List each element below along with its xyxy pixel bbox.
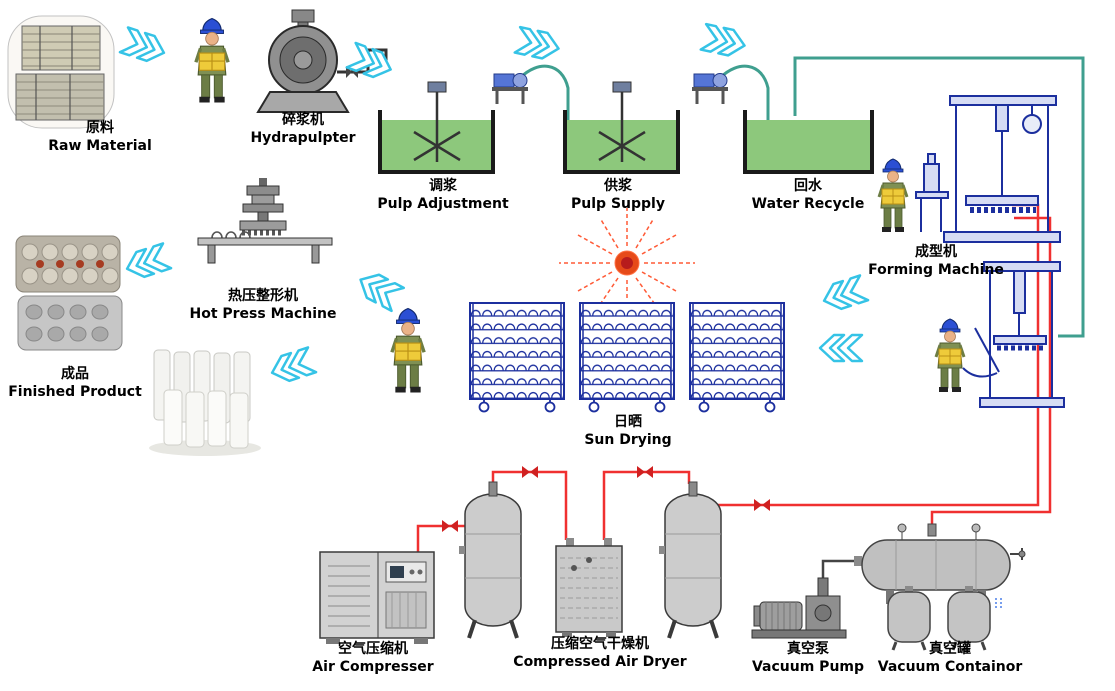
vacuum-suction-pipe — [821, 559, 856, 578]
flow-arrow — [513, 25, 563, 63]
hydrapulpter-label-en: Hydrapulpter — [250, 129, 356, 146]
hydrapulpter-label-zh: 碎浆机 — [282, 112, 324, 128]
finished-product-label: 成品 Finished Product — [8, 366, 142, 401]
air-compresser-label-zh: 空气压缩机 — [337, 641, 408, 657]
flow-arrow — [818, 333, 864, 363]
raw-material-label: 原料 Raw Material — [48, 120, 152, 155]
flow-arrow — [818, 274, 870, 315]
vacuum-containor-label: 真空罐 Vacuum Containor — [878, 641, 1023, 676]
hot-press-machine — [197, 178, 333, 264]
vacuum-tank-check-valves — [897, 523, 981, 540]
water-pipe — [518, 56, 1085, 338]
vacuum-pump-machine — [751, 577, 847, 639]
worker-icon — [194, 16, 230, 105]
forming-machine-2 — [962, 261, 1065, 408]
worker-icon — [877, 157, 909, 234]
worker-icon — [390, 306, 426, 395]
vacuum-tank-small — [947, 586, 991, 651]
pulp-adjustment-label-en: Pulp Adjustment — [377, 195, 509, 212]
vacuum-pump-label: 真空泵 Vacuum Pump — [752, 641, 864, 676]
finished-product-label-en: Finished Product — [8, 383, 142, 400]
compressed-air-dryer-label: 压缩空气干燥机 Compressed Air Dryer — [513, 636, 686, 671]
water-pump-icon — [490, 72, 530, 106]
water-recycle-label-zh: 回水 — [794, 178, 822, 194]
sun-drying-label-zh: 日晒 — [614, 414, 642, 430]
pulp-supply-label: 供浆 Pulp Supply — [571, 178, 665, 213]
pulp-supply-label-en: Pulp Supply — [571, 195, 665, 212]
vacuum-containor-label-en: Vacuum Containor — [877, 658, 1023, 675]
water-recycle-label-en: Water Recycle — [751, 195, 865, 212]
forming-machine-label: 成型机 Forming Machine — [868, 244, 1004, 279]
pulp-adjustment-label-zh: 调浆 — [429, 178, 457, 194]
pulp-adjustment-label: 调浆 Pulp Adjustment — [377, 178, 508, 213]
egg-tray-photo — [15, 235, 121, 293]
air-dryer-machine — [555, 538, 623, 637]
air-compresser-label: 空气压缩机 Air Compresser — [312, 641, 433, 676]
water-recycle-label: 回水 Water Recycle — [752, 178, 865, 213]
vacuum-pump-label-zh: 真空泵 — [787, 641, 829, 657]
raw-material-photo — [7, 15, 115, 129]
air-tank — [457, 480, 523, 640]
hydrapulpter-machine — [256, 9, 389, 113]
air-compresser-label-en: Air Compresser — [312, 658, 434, 675]
raw-material-label-zh: 原料 — [86, 120, 114, 136]
drain-drip-icon — [995, 598, 1002, 608]
pulp-adjustment-tank — [378, 81, 495, 174]
compressed-air-dryer-label-en: Compressed Air Dryer — [513, 653, 687, 670]
raw-material-label-en: Raw Material — [48, 137, 152, 154]
flow-arrow — [353, 266, 406, 313]
water-recycle-tank — [743, 110, 874, 174]
pulp-supply-tank — [563, 81, 680, 174]
compressed-air-dryer-label-zh: 压缩空气干燥机 — [550, 636, 649, 652]
finished-product-label-zh: 成品 — [61, 366, 89, 382]
air-tank — [657, 480, 723, 640]
finished-product-stack — [149, 349, 261, 456]
hot-press-label-en: Hot Press Machine — [189, 305, 337, 322]
sun-drying-label: 日晒 Sun Drying — [584, 414, 671, 449]
forming-machine-label-zh: 成型机 — [915, 244, 957, 260]
flow-arrow — [699, 22, 749, 60]
drying-rack — [689, 302, 785, 413]
pulp-supply-label-zh: 供浆 — [603, 178, 632, 194]
air-compressor-machine — [319, 551, 435, 644]
vacuum-tank — [854, 523, 1026, 604]
vacuum-containor-label-zh: 真空罐 — [929, 641, 971, 657]
water-pump-icon — [690, 72, 730, 106]
forming-machine-label-en: Forming Machine — [868, 261, 1004, 278]
forming-machine-1 — [915, 95, 1061, 243]
sun-drying-label-en: Sun Drying — [584, 431, 672, 448]
sun-icon — [559, 208, 695, 304]
hot-press-label: 热压整形机 Hot Press Machine — [189, 288, 336, 323]
drying-rack — [579, 302, 675, 413]
flow-arrow — [121, 242, 173, 283]
egg-tray-photo — [17, 295, 123, 351]
flow-arrow — [266, 346, 318, 387]
hot-press-label-zh: 热压整形机 — [227, 288, 298, 304]
drying-rack — [469, 302, 565, 413]
worker-icon — [934, 317, 966, 394]
flow-arrow — [118, 26, 170, 67]
hydrapulpter-label: 碎浆机 Hydrapulpter — [250, 112, 355, 147]
vacuum-tank-small — [887, 586, 931, 651]
vacuum-pump-label-en: Vacuum Pump — [751, 658, 865, 675]
